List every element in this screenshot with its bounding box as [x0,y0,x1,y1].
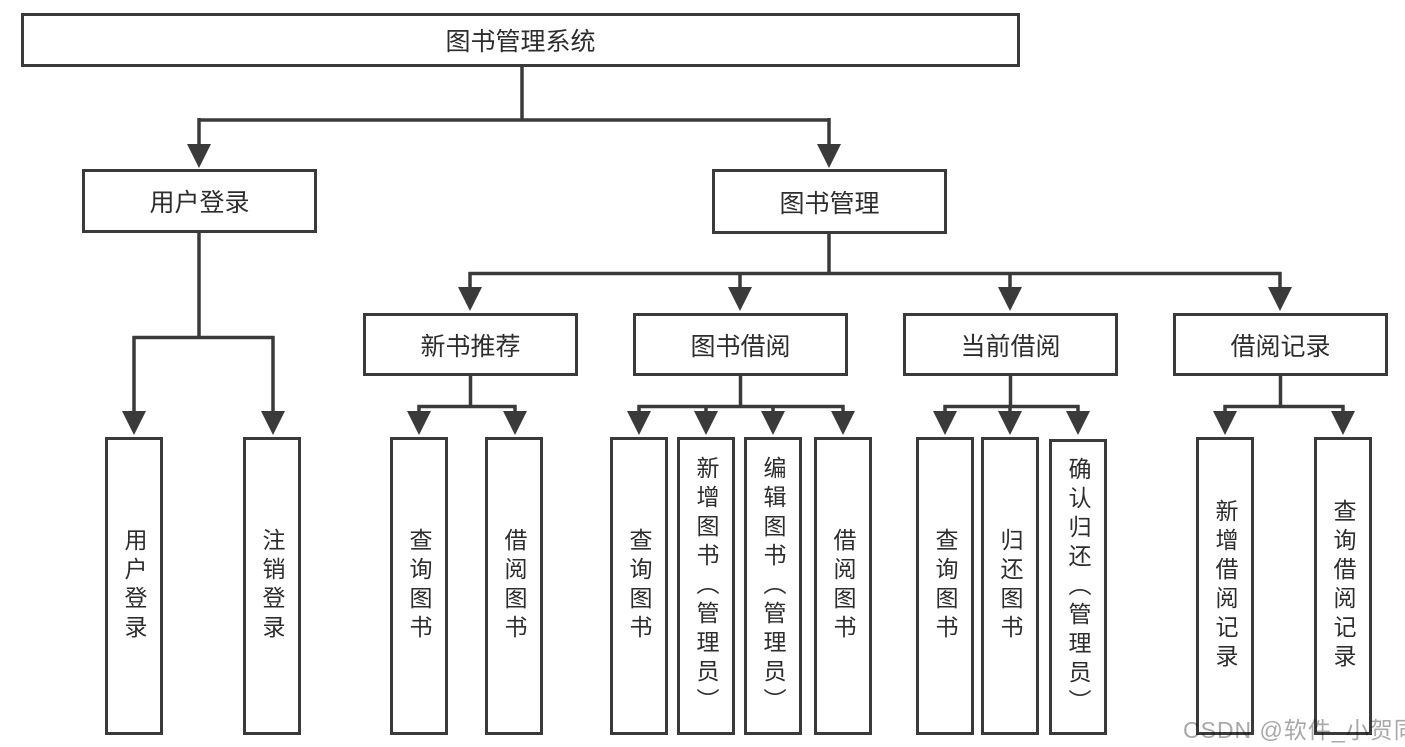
node-leaf-borrow-books: 借阅图书 [814,437,872,735]
arrowhead-icon [998,411,1022,435]
node-borrowing-records: 借阅记录 [1173,313,1388,376]
node-leaf-user-login: 用户登录 [105,437,163,735]
connector-line [1223,376,1345,413]
connector-line [197,67,831,146]
arrowhead-icon [261,411,285,435]
node-leaf-add-borrow-record: 新增借阅记录 [1196,437,1254,735]
node-leaf-query-books-borrow: 查询图书 [610,437,668,735]
node-label: 借阅图书 [501,528,527,644]
node-label: 借阅图书 [830,528,856,644]
node-label: 图书管理系统 [445,28,596,56]
node-leaf-confirm-return-admin: 确认归还（管理员） [1049,439,1107,735]
arrowhead-icon [1066,411,1090,435]
arrowhead-icon [1268,287,1292,311]
node-label: 确认归还（管理员） [1065,456,1091,718]
node-label: 当前借阅 [960,332,1061,361]
node-user-login: 用户登录 [82,169,317,233]
node-label: 新书推荐 [420,332,521,361]
connector-line [943,376,1080,413]
connector-borrow-records-to-leaves [1213,376,1355,435]
connector-current-borrow-to-leaves [933,376,1090,435]
connector-line [468,234,1282,290]
arrowhead-icon [817,144,841,168]
connector-root-to-level2 [187,67,841,168]
node-label: 查询借阅记录 [1330,499,1356,673]
node-leaf-add-book-admin: 新增图书（管理员） [677,437,735,735]
node-leaf-return-book: 归还图书 [981,437,1039,735]
node-library-management-system: 图书管理系统 [21,13,1020,67]
node-label: 图书管理 [779,189,880,218]
node-label: 注销登录 [259,528,285,644]
node-label: 图书借阅 [690,332,791,361]
arrowhead-icon [761,411,785,435]
arrowhead-icon [407,411,431,435]
connector-new-book-to-leaves [407,376,527,435]
arrowhead-icon [187,144,211,168]
arrowhead-icon [694,411,718,435]
connector-book-management-to-level3 [458,234,1292,311]
node-leaf-query-books-current: 查询图书 [916,437,974,735]
node-label: 查询图书 [932,528,958,644]
node-leaf-query-borrow-record: 查询借阅记录 [1314,437,1372,735]
node-leaf-edit-book-admin: 编辑图书（管理员） [744,437,802,735]
node-book-borrowing: 图书借阅 [633,313,848,376]
arrowhead-icon [831,411,855,435]
node-label: 新增借阅记录 [1212,499,1238,673]
node-label: 新增图书（管理员） [693,455,719,717]
connector-user-login-to-leaves [122,232,285,435]
node-leaf-logout: 注销登录 [243,437,301,735]
node-leaf-borrow-books-recommend: 借阅图书 [485,437,543,735]
arrowhead-icon [933,411,957,435]
arrowhead-icon [1331,411,1355,435]
connector-line [637,376,845,413]
connector-line [417,376,517,413]
arrowhead-icon [1213,411,1237,435]
arrowhead-icon [458,287,482,311]
node-label: 借阅记录 [1230,332,1331,361]
node-label: 归还图书 [997,528,1023,644]
node-label: 查询图书 [626,528,652,644]
arrowhead-icon [998,287,1022,311]
arrowhead-icon [627,411,651,435]
arrowhead-icon [728,287,752,311]
connector-line [132,232,275,413]
node-label: 编辑图书（管理员） [760,455,786,717]
node-label: 用户登录 [149,189,250,217]
csdn-watermark: CSDN @软件_小贺同学 [1183,717,1405,743]
node-book-management: 图书管理 [712,169,947,234]
node-leaf-query-books-recommend: 查询图书 [390,437,448,735]
node-label: 查询图书 [406,528,432,644]
arrowhead-icon [503,411,527,435]
node-new-book-recommendation: 新书推荐 [363,313,578,376]
connector-book-borrow-to-leaves [627,376,855,435]
arrowhead-icon [122,411,146,435]
node-current-borrowing: 当前借阅 [903,313,1118,376]
node-label: 用户登录 [121,528,147,644]
